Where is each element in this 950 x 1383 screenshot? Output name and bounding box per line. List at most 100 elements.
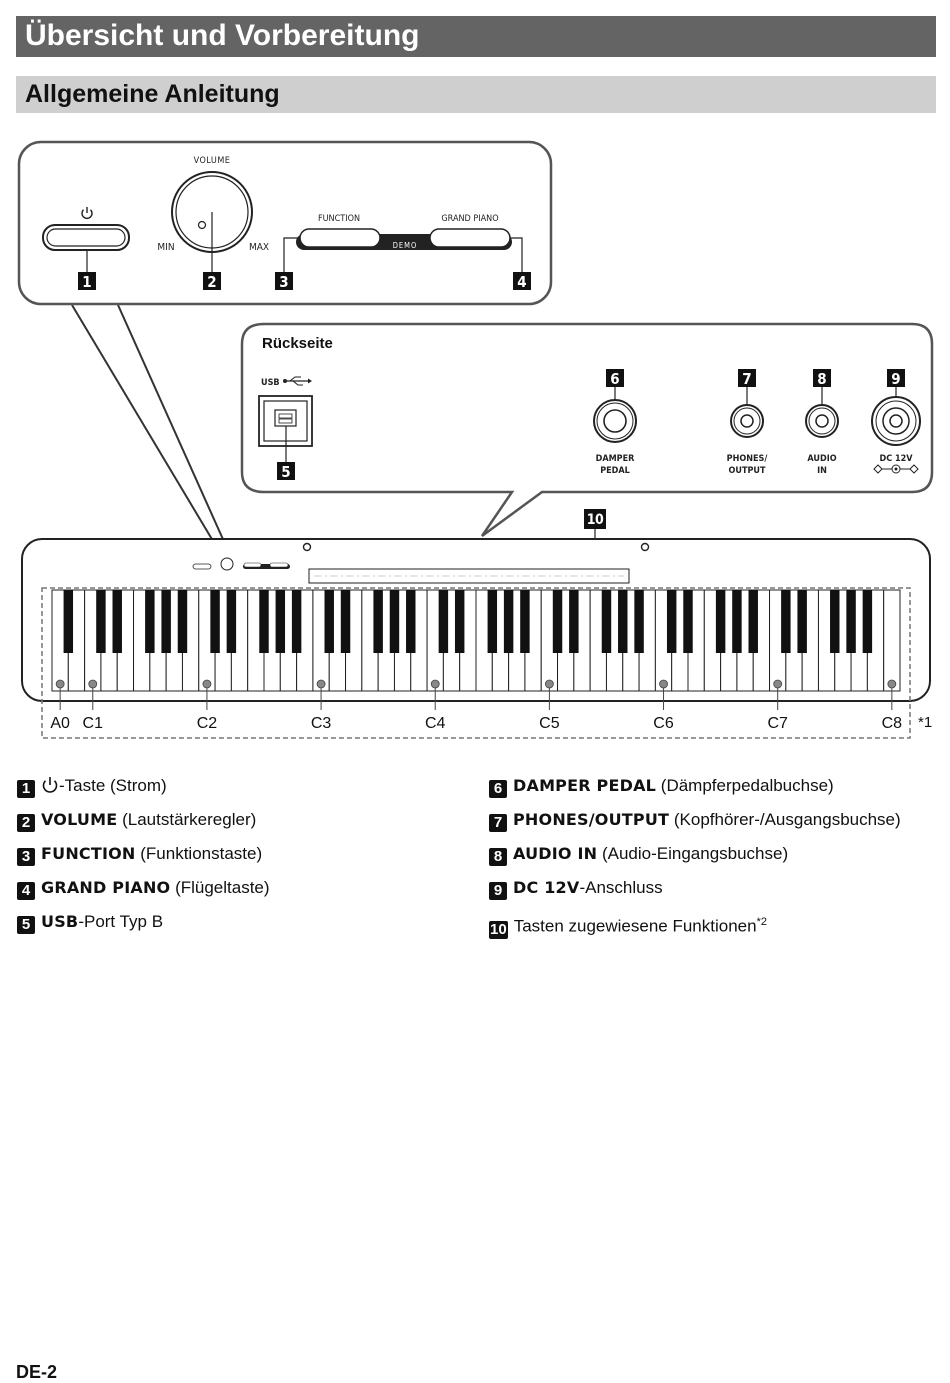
page-title: Übersicht und Vorbereitung <box>16 16 936 57</box>
black-key <box>96 590 106 653</box>
svg-text:9: 9 <box>891 370 900 388</box>
svg-text:5: 5 <box>281 463 290 481</box>
audio-label-2: IN <box>817 466 827 476</box>
legend-badge: 8 <box>489 848 507 866</box>
svg-text:8: 8 <box>817 370 826 388</box>
audio-label-1: AUDIO <box>807 454 836 464</box>
legend-badge: 7 <box>489 814 507 832</box>
legend-text: Tasten zugewiesene Funktionen <box>513 916 757 936</box>
black-key <box>63 590 74 653</box>
black-key <box>340 590 351 653</box>
black-key <box>373 590 383 653</box>
damper-label-1: DAMPER <box>596 454 636 464</box>
note-marker <box>544 679 554 689</box>
note-marker <box>88 679 98 689</box>
dc-jack <box>871 396 921 446</box>
note-label: A0 <box>50 715 70 732</box>
mini-control-panel <box>192 557 290 571</box>
dc-polarity-icon <box>873 464 919 474</box>
badge-4: 4 <box>513 272 531 291</box>
note-label: C6 <box>653 715 674 732</box>
power-icon <box>41 775 59 803</box>
note-marker <box>55 679 65 689</box>
section-subtitle: Allgemeine Anleitung <box>16 76 936 113</box>
note-label: C7 <box>767 715 788 732</box>
black-key <box>291 590 302 653</box>
footnote-1: *1 <box>918 714 932 731</box>
black-key <box>797 590 807 653</box>
legend-badge: 5 <box>17 916 35 934</box>
black-key <box>259 590 269 653</box>
note-marker <box>887 679 897 689</box>
black-key <box>552 590 563 653</box>
badge-7: 7 <box>738 369 756 388</box>
volume-max-label: MAX <box>249 242 269 253</box>
volume-min-label: MIN <box>157 242 174 253</box>
rear-panel-callout: Rückseite USB 5 6 DAMPER PEDAL <box>240 322 934 538</box>
svg-text:2: 2 <box>207 273 216 291</box>
phones-output-jack <box>730 404 764 438</box>
svg-text:7: 7 <box>742 370 751 388</box>
legend-keyword: USB <box>41 912 79 931</box>
keyboard-keys <box>51 589 901 692</box>
black-key <box>618 590 628 653</box>
black-key <box>487 590 498 653</box>
dc-label: DC 12V <box>879 454 913 464</box>
function-label: FUNCTION <box>318 214 360 224</box>
function-button <box>299 228 381 248</box>
svg-text:6: 6 <box>610 370 619 388</box>
black-key <box>862 590 873 653</box>
black-key <box>683 590 693 653</box>
note-marker <box>430 679 440 689</box>
black-key <box>830 590 840 653</box>
black-key <box>715 590 726 653</box>
legend-text: (Lautstärkeregler) <box>117 810 257 829</box>
badge-1: 1 <box>78 272 96 291</box>
black-key <box>569 590 579 653</box>
legend-badge: 9 <box>489 882 507 900</box>
phones-label-2: OUTPUT <box>728 466 765 476</box>
legend-item-1: 1-Taste (Strom) <box>17 772 270 806</box>
black-key <box>520 590 530 653</box>
legend-badge: 1 <box>17 780 35 798</box>
black-key <box>601 590 612 653</box>
control-panel-callout: VOLUME MIN MAX FUNCTION GRAND PIANO DEMO… <box>17 140 553 306</box>
volume-label: VOLUME <box>194 156 231 166</box>
black-key <box>177 590 188 653</box>
grand-piano-button <box>429 228 511 248</box>
badge-3: 3 <box>275 272 293 291</box>
page-number: DE-2 <box>16 1362 58 1382</box>
leader-line <box>283 237 300 272</box>
black-key <box>634 590 644 653</box>
black-key <box>112 590 122 653</box>
usb-icon <box>283 376 312 386</box>
note-marker <box>659 679 668 689</box>
callout-line <box>117 304 227 547</box>
black-key <box>438 590 449 653</box>
legend-keyword: PHONES/OUTPUT <box>513 810 670 829</box>
badge-2: 2 <box>203 272 221 291</box>
phones-label-1: PHONES/ <box>727 454 768 464</box>
svg-text:4: 4 <box>517 273 526 291</box>
svg-text:1: 1 <box>82 273 91 291</box>
note-marker <box>316 679 326 689</box>
white-key <box>883 589 901 692</box>
black-key <box>161 590 171 653</box>
legend-badge: 3 <box>17 848 35 866</box>
legend-item-5: 5 USB-Port Typ B <box>17 908 270 942</box>
note-label: C5 <box>539 715 560 732</box>
legend-text: -Port Typ B <box>78 912 164 931</box>
black-key <box>732 590 742 653</box>
legend-text: (Flügeltaste) <box>170 878 270 897</box>
legend-text: (Audio-Eingangsbuchse) <box>597 844 789 863</box>
legend-text: (Dämpferpedalbuchse) <box>656 776 834 795</box>
legend-badge: 4 <box>17 882 35 900</box>
